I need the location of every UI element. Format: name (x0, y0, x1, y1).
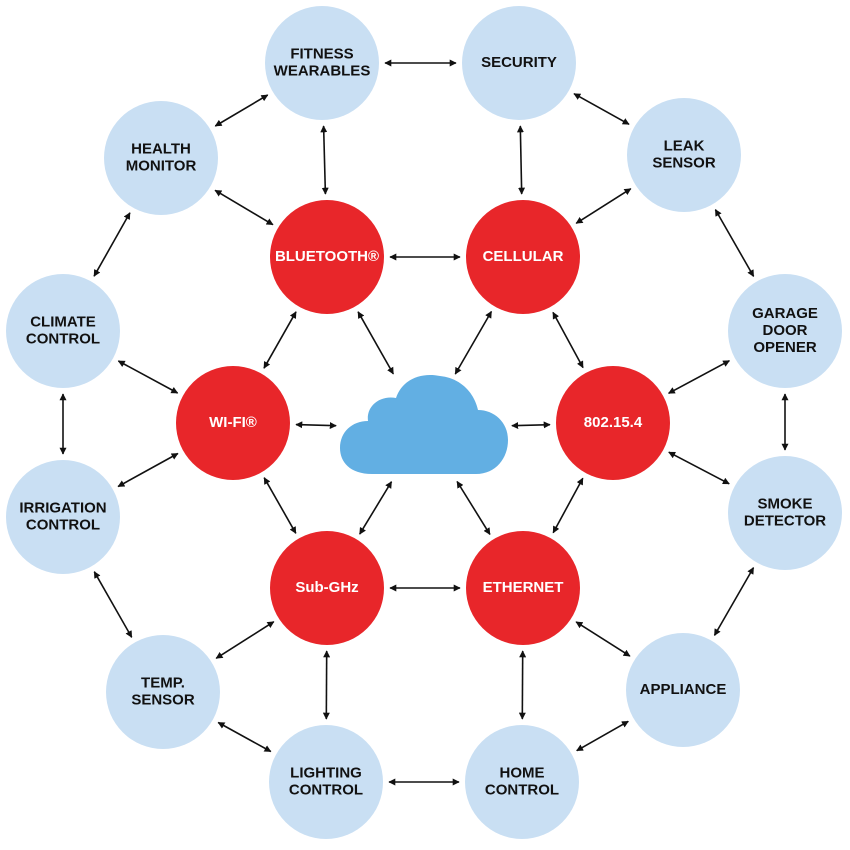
protocol-label: 802.15.4 (584, 414, 643, 431)
connector-fitness-bluetooth (320, 125, 329, 195)
connector-bluetooth-wifi (263, 311, 297, 369)
protocol-label: ETHERNET (483, 579, 564, 596)
connectors-layer (59, 59, 789, 786)
protocol-node-cellular: CELLULAR (466, 200, 580, 314)
protocol-circle (270, 531, 384, 645)
device-label: TEMP. (141, 674, 185, 691)
device-circle (106, 635, 220, 749)
connector-appliance-home (576, 720, 629, 752)
connector-ethernet-cloud (456, 480, 491, 535)
connector-bluetooth-cloud (357, 311, 394, 375)
device-node-temp: TEMP.SENSOR (106, 635, 220, 749)
protocol-label: Sub-GHz (295, 579, 358, 596)
protocol-node-ethernet: ETHERNET (466, 531, 580, 645)
connector-health-bluetooth (214, 189, 274, 226)
connector-climate-wifi (117, 360, 179, 394)
device-label: SENSOR (652, 154, 716, 171)
device-label: HOME (500, 764, 545, 781)
device-label: CONTROL (485, 781, 559, 798)
device-label: IRRIGATION (19, 499, 106, 516)
device-circle (627, 98, 741, 212)
connector-temp-irrigation (93, 571, 133, 638)
connector-security-leak (573, 93, 630, 125)
protocol-label: WI-FI® (209, 414, 257, 431)
protocol-circle (556, 366, 670, 480)
connector-garage-802154 (667, 359, 731, 395)
cloud-icon (340, 374, 508, 474)
protocol-circle (176, 366, 290, 480)
device-label: LEAK (664, 137, 705, 154)
device-label: GARAGE (752, 305, 818, 322)
connector-climate-health (93, 212, 131, 277)
protocol-node-subghz: Sub-GHz (270, 531, 384, 645)
connector-appliance-ethernet (575, 621, 631, 657)
connector-subghz-cloud (359, 481, 393, 535)
protocol-node-wifi: WI-FI® (176, 366, 290, 480)
device-circle (269, 725, 383, 839)
connector-802154-cloud (511, 421, 551, 430)
connector-irrigation-wifi (117, 452, 179, 488)
connector-802154-ethernet (552, 477, 584, 534)
device-circle (104, 101, 218, 215)
device-circle (728, 456, 842, 570)
device-circle (265, 6, 379, 120)
connector-wifi-cloud (295, 421, 337, 430)
device-label: FITNESS (290, 45, 353, 62)
device-label: DETECTOR (744, 512, 826, 529)
device-circle (6, 274, 120, 388)
device-label: SENSOR (131, 691, 195, 708)
connector-health-fitness (214, 94, 269, 127)
device-node-security: SECURITY (462, 6, 576, 120)
connector-security-cellular (516, 125, 526, 195)
connector-cellular-802154 (552, 311, 584, 369)
device-circle (462, 6, 576, 120)
device-label: SMOKE (757, 495, 812, 512)
protocol-circle (466, 531, 580, 645)
connector-lighting-temp (217, 721, 272, 753)
device-label: CONTROL (26, 516, 100, 533)
device-label: DOOR (763, 322, 808, 339)
protocol-node-802154: 802.15.4 (556, 366, 670, 480)
device-circle (6, 460, 120, 574)
connector-cellular-cloud (454, 310, 493, 375)
device-label: OPENER (753, 339, 817, 356)
device-label: MONITOR (126, 157, 197, 174)
connector-leak-garage (714, 208, 755, 278)
device-label: CONTROL (289, 781, 363, 798)
device-label: CLIMATE (30, 313, 96, 330)
protocol-label: CELLULAR (483, 248, 564, 265)
cloud-layer (340, 374, 508, 474)
device-circle (465, 725, 579, 839)
protocol-label: BLUETOOTH® (275, 248, 379, 265)
device-label: LIGHTING (290, 764, 362, 781)
connector-smoke-appliance (713, 566, 755, 637)
connector-wifi-subghz (263, 477, 297, 534)
device-label: CONTROL (26, 330, 100, 347)
protocol-circle (466, 200, 580, 314)
protocol-node-bluetooth: BLUETOOTH® (270, 200, 384, 314)
protocol-circle (270, 200, 384, 314)
device-label: SECURITY (481, 54, 557, 71)
device-label: APPLIANCE (640, 681, 727, 698)
device-circle (728, 274, 842, 388)
connector-leak-cellular (575, 188, 632, 224)
device-label: WEARABLES (274, 62, 371, 79)
device-circle (626, 633, 740, 747)
connector-temp-subghz (215, 621, 275, 659)
device-label: HEALTH (131, 140, 191, 157)
device-node-appliance: APPLIANCE (626, 633, 740, 747)
connector-smoke-802154 (668, 451, 730, 485)
